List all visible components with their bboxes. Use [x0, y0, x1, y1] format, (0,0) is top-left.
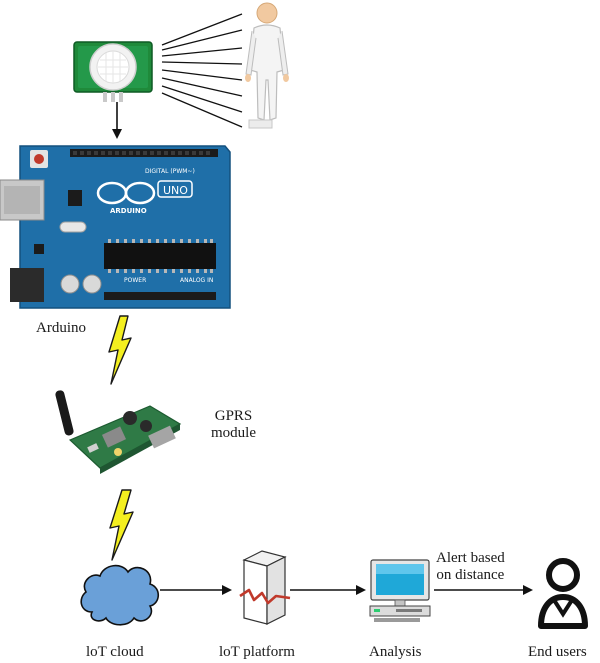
board-model: UNO	[163, 184, 188, 197]
cloud-icon	[80, 564, 160, 626]
alert-label: Alert based on distance	[436, 550, 505, 585]
iot-platform-label: loT platform	[219, 644, 295, 660]
gprs-module-icon	[55, 390, 182, 474]
lightning-bolt-icon	[108, 315, 132, 385]
alert-label-line1: Alert based	[436, 550, 505, 566]
person-icon	[245, 2, 289, 129]
user-icon	[538, 558, 588, 629]
pir-sensor-icon	[73, 41, 153, 102]
gprs-label: GPRS module	[211, 408, 256, 443]
lightning-bolt-icon	[109, 489, 134, 561]
iot-cloud-label: loT cloud	[86, 644, 144, 660]
server-icon	[239, 550, 291, 625]
gprs-label-line1: GPRS	[214, 408, 253, 424]
alert-label-line2: on distance	[436, 567, 505, 584]
gprs-label-line2: module	[211, 425, 256, 442]
computer-icon	[369, 559, 431, 622]
arduino-label: Arduino	[36, 320, 86, 336]
board-power-label: POWER	[124, 277, 146, 284]
sensor-rays	[161, 13, 243, 128]
analysis-label: Analysis	[369, 644, 422, 660]
board-digital-label: DIGITAL (PWM~)	[145, 168, 195, 175]
end-users-label: End users	[528, 644, 587, 660]
board-analog-label: ANALOG IN	[180, 277, 213, 284]
arduino-board-icon: DIGITAL (PWM~) ARDUINO UNO POWER ANALOG …	[0, 145, 231, 309]
board-brand: ARDUINO	[110, 207, 147, 215]
